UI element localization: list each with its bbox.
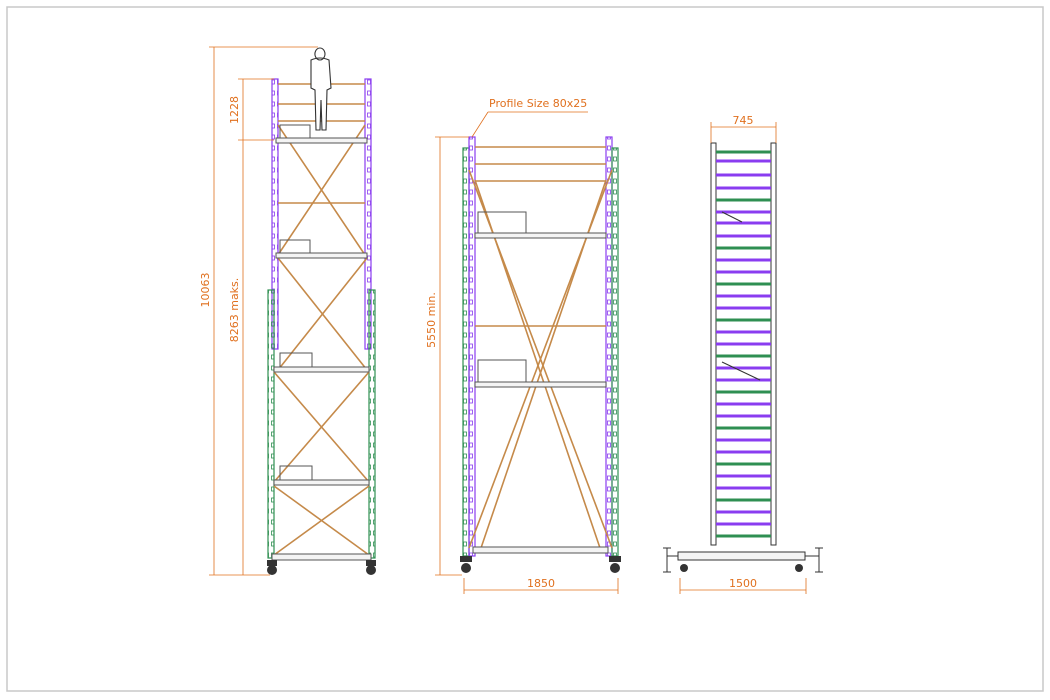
dim-total-height: 10063 — [199, 273, 212, 308]
middle-dimensions — [435, 111, 619, 594]
middle-casters — [460, 556, 621, 573]
middle-post-left-green — [462, 147, 470, 557]
profile-size-note: Profile Size 80x25 — [489, 97, 587, 110]
left-platforms — [271, 137, 372, 561]
dim-side-top-width: 745 — [733, 114, 754, 127]
dim-platform-height: 8263 maks. — [228, 278, 241, 343]
dim-top-section: 1228 — [228, 96, 241, 124]
dim-middle-height: 5550 min. — [425, 292, 438, 348]
left-lower-post-left — [267, 289, 275, 559]
middle-platforms — [472, 232, 609, 554]
dim-side-base-width: 1500 — [729, 577, 757, 590]
middle-post-left-purple — [468, 136, 476, 557]
middle-cross-braces — [468, 169, 613, 549]
middle-post-right-purple — [605, 136, 613, 557]
left-dimensions — [209, 46, 318, 576]
side-dimensions — [679, 122, 807, 594]
left-lower-post-right — [368, 289, 376, 559]
middle-post-right-green — [611, 147, 619, 557]
sheet-border — [6, 6, 1044, 692]
left-cross-braces — [273, 124, 370, 556]
left-casters — [267, 560, 376, 575]
left-upper-post-left — [271, 78, 279, 350]
human-figure — [310, 47, 332, 131]
dim-middle-width: 1850 — [527, 577, 555, 590]
middle-tower-view — [460, 136, 621, 573]
side-rungs — [716, 150, 771, 538]
side-base — [663, 547, 823, 573]
tall-tower-view — [267, 47, 376, 575]
left-upper-post-right — [364, 78, 372, 350]
side-view — [663, 142, 823, 573]
